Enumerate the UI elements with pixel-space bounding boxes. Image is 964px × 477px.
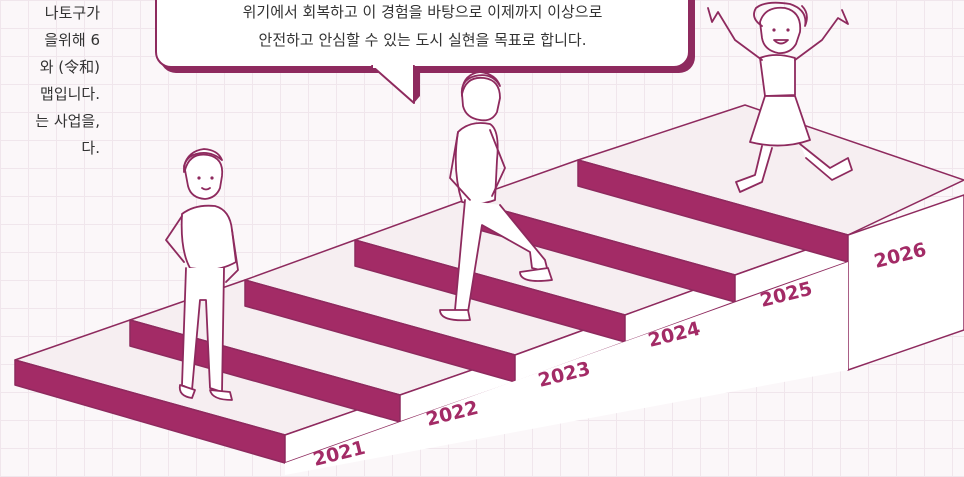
intro-line-6: 다. xyxy=(81,139,100,157)
girl-jumping-figure xyxy=(707,1,853,193)
speech-bubble: 위기에서 회복하고 이 경험을 바탕으로 이제까지 이상으로 안전하고 안심할 … xyxy=(155,0,690,68)
speech-line-2: 안전하고 안심할 수 있는 도시 실현을 목표로 합니다. xyxy=(258,31,587,49)
intro-line-5: 는 사업을, xyxy=(35,112,100,130)
boy-standing-figure xyxy=(165,148,239,401)
intro-line-4: 맵입니다. xyxy=(40,85,100,103)
intro-text: 나토구가 을위해 6 와 (令和) 맵입니다. 는 사업을, 다. xyxy=(0,0,100,162)
speech-line-1: 위기에서 회복하고 이 경험을 바탕으로 이제까지 이상으로 xyxy=(242,3,603,21)
intro-line-1: 나토구가 xyxy=(44,4,100,22)
intro-line-3: 와 (令和) xyxy=(39,58,100,76)
boy-walking-figure xyxy=(439,71,553,322)
staircase-front-wall xyxy=(285,262,848,475)
intro-line-2: 을위해 6 xyxy=(44,31,100,49)
speech-bubble-text: 위기에서 회복하고 이 경험을 바탕으로 이제까지 이상으로 안전하고 안심할 … xyxy=(157,0,688,54)
